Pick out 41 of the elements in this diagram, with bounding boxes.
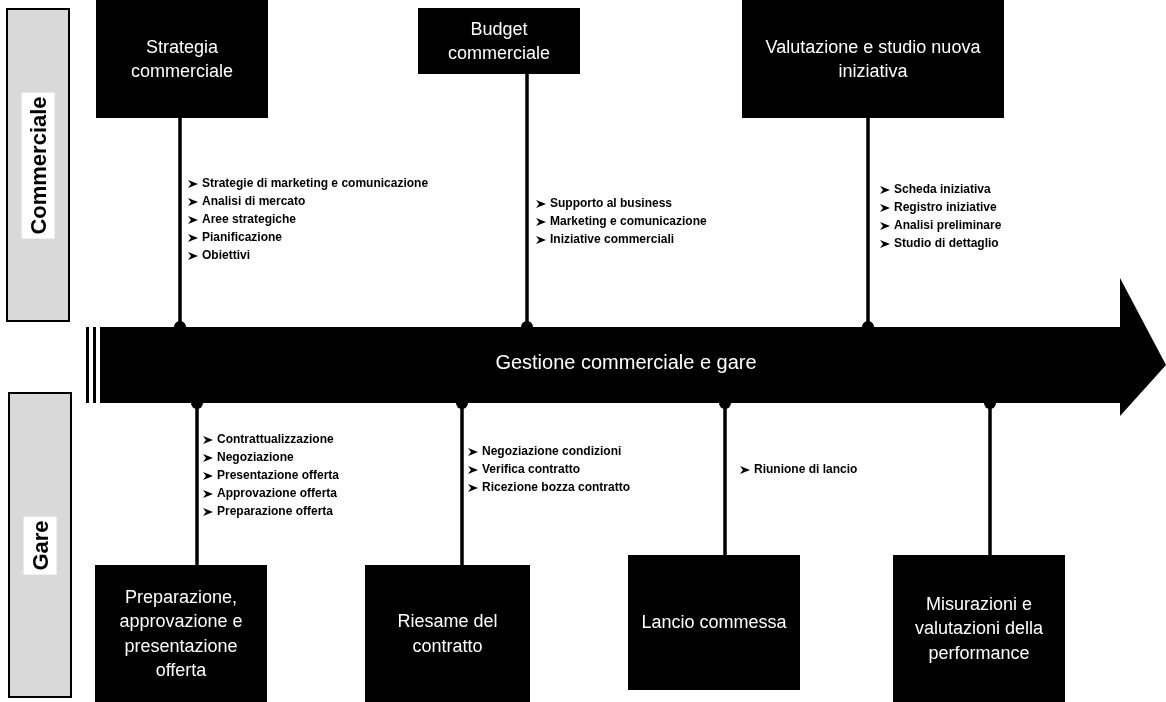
timeline-arrow [86, 278, 1166, 416]
bullet-text: Verifica contratto [482, 462, 581, 477]
process-box [95, 565, 267, 702]
side-band [6, 8, 70, 322]
bullet-text: Negoziazione [217, 450, 294, 465]
bullet-text: Pianificazione [202, 230, 283, 245]
bullet-text: Scheda iniziativa [894, 182, 991, 197]
box-title: Preparazione, approvazione e presentazione offerta [118, 585, 244, 682]
bullet-text: Contrattualizzazione [217, 432, 334, 447]
bullet-text: Obiettivi [202, 248, 250, 263]
box-title: Valutazione e studio nuova iniziativa [764, 35, 982, 83]
box-title: Riesame del contratto [396, 610, 499, 658]
bullet-text: Preparazione offerta [217, 504, 334, 519]
bullet-text: Negoziazione condizioni [482, 444, 622, 459]
bullet-text: Analisi di mercato [202, 194, 306, 209]
bullet-text: Supporto al business [550, 196, 672, 211]
bullet-text: Studio di dettaglio [894, 236, 999, 251]
process-box [742, 0, 1004, 118]
process-box [365, 565, 530, 702]
bullet-text: Presentazione offerta [217, 468, 340, 483]
bullet-text: Riunione di lancio [754, 462, 858, 477]
box-title: Budget commerciale [447, 17, 551, 65]
band-label: Gare [23, 515, 57, 575]
bullet-text: Analisi preliminare [894, 218, 1002, 233]
box-title: Strategia commerciale [130, 35, 234, 83]
process-box [628, 555, 800, 690]
bullet-text: Marketing e comunicazione [550, 214, 707, 229]
process-box [418, 8, 580, 74]
box-title: Misurazioni e valutazioni della performance [913, 593, 1045, 665]
arrow-label: Gestione commerciale e gare [495, 350, 757, 375]
bullet-text: Registro iniziative [894, 200, 997, 215]
bullet-text: Ricezione bozza contratto [482, 480, 630, 495]
process-box [96, 0, 268, 118]
bullet-text: Strategie di marketing e comunicazione [202, 176, 429, 191]
bullet-text: Iniziative commerciali [550, 232, 675, 247]
band-label: Commerciale [21, 91, 55, 239]
box-title: Lancio commessa [641, 611, 787, 635]
bullet-text: Approvazione offerta [217, 486, 337, 501]
process-box [893, 555, 1065, 702]
side-band [8, 392, 72, 698]
bullet-text: Aree strategiche [202, 212, 297, 227]
